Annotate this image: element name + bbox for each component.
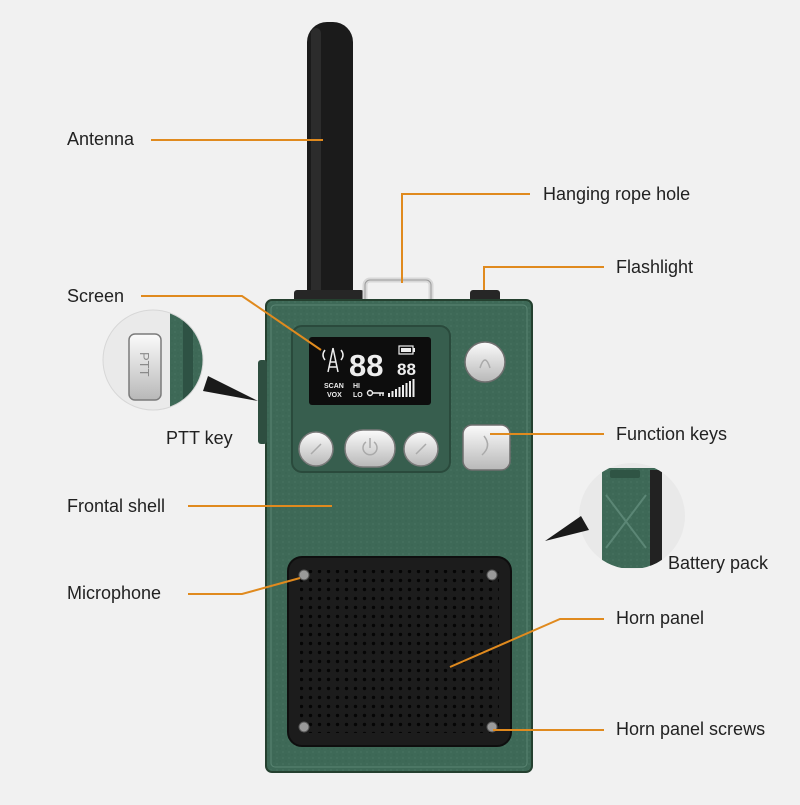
lcd-scan: SCAN bbox=[324, 383, 344, 390]
label-flashlight: Flashlight bbox=[616, 257, 694, 277]
label-function-keys: Function keys bbox=[616, 424, 728, 444]
label-battery-pack: Battery pack bbox=[668, 553, 769, 573]
label-ptt-key: PTT key bbox=[166, 428, 233, 448]
label-microphone: Microphone bbox=[67, 583, 162, 603]
label-frontal-shell: Frontal shell bbox=[67, 496, 166, 516]
lcd-sub-value: 88 bbox=[397, 360, 416, 379]
lcd-channel: 88 bbox=[349, 348, 383, 383]
horn-panel bbox=[287, 556, 512, 747]
antenna bbox=[307, 22, 353, 312]
side-ptt-edge bbox=[258, 360, 267, 444]
screen: 88 88 SCAN VOX HI LO bbox=[309, 337, 431, 405]
label-horn-panel: Horn panel bbox=[616, 608, 705, 628]
leader-microphone bbox=[188, 577, 301, 595]
lcd-hi: HI bbox=[353, 383, 360, 390]
key-icon bbox=[366, 389, 384, 397]
battery-pack-inset bbox=[579, 463, 685, 569]
side-function-key-top[interactable] bbox=[464, 341, 506, 383]
leader-lines bbox=[141, 139, 604, 731]
power-button[interactable] bbox=[344, 429, 396, 468]
leader-hanging-rope-hole bbox=[401, 193, 530, 283]
signal-bars-icon bbox=[388, 379, 415, 397]
label-screen: Screen bbox=[67, 286, 125, 306]
label-antenna: Antenna bbox=[67, 129, 135, 149]
leader-horn-panel bbox=[449, 618, 604, 668]
volume-button[interactable] bbox=[403, 431, 439, 467]
ptt-inset-text: PTT bbox=[137, 352, 152, 377]
lcd-vox: VOX bbox=[327, 392, 342, 399]
label-hanging-rope-hole: Hanging rope hole bbox=[543, 184, 691, 204]
antenna-tower-icon bbox=[322, 347, 344, 373]
ptt-key-inset: PTT bbox=[102, 309, 204, 411]
leader-flashlight bbox=[483, 266, 604, 290]
power-icon bbox=[362, 438, 378, 456]
side-function-key-bottom[interactable] bbox=[462, 424, 511, 471]
battery-icon bbox=[398, 345, 415, 355]
menu-button[interactable] bbox=[298, 431, 334, 467]
leader-screen bbox=[141, 295, 322, 351]
lcd-lo: LO bbox=[353, 392, 363, 399]
ptt-pointer bbox=[203, 376, 258, 401]
battery-pointer bbox=[545, 516, 589, 541]
label-horn-panel-screws: Horn panel screws bbox=[616, 719, 766, 739]
